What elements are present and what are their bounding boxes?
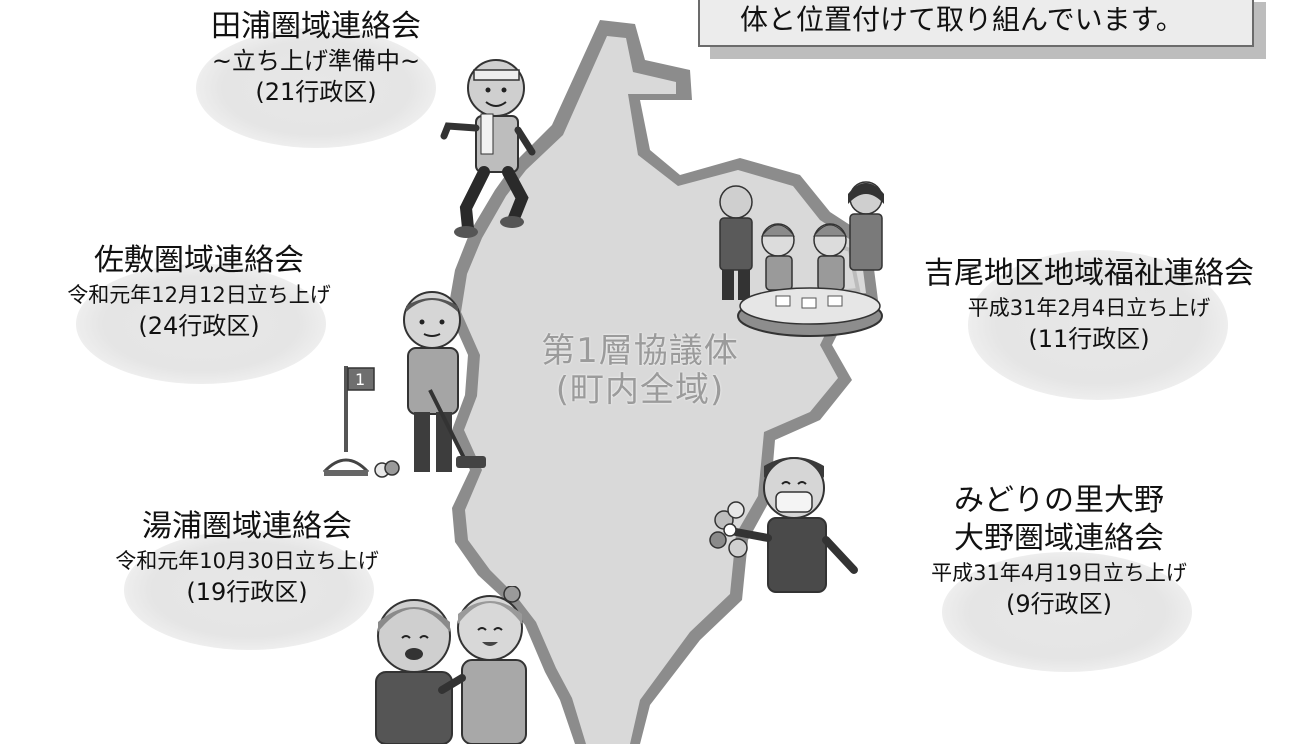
district-tanoura-bg: [196, 28, 436, 148]
center-label-line1: 第1層協議体: [541, 331, 739, 371]
district-ono: みどりの里大野 大野圏域連絡会 平成31年4月19日立ち上げ (9行政区): [872, 482, 1246, 672]
running-elder-icon: [440, 59, 536, 238]
elderly-women-icon: [375, 586, 527, 744]
center-label: 第1層協議体 (町内全域): [520, 331, 760, 411]
center-label-line2: (町内全域): [555, 370, 725, 411]
gate-flag-number: 1: [355, 370, 365, 389]
district-ono-count: (9行政区): [1006, 590, 1112, 618]
gateball-player-icon: 1: [322, 291, 486, 478]
notice-box: 体と位置付けて取り組んでいます。: [698, 0, 1254, 47]
district-yunoura-date: 令和元年10月30日立ち上げ: [115, 549, 379, 573]
district-yoshio: 吉尾地区地域福祉連絡会 平成31年2月4日立ち上げ (11行政区): [908, 250, 1270, 400]
map-fill: [461, 36, 866, 744]
district-ono-bg: [942, 552, 1192, 672]
district-shiki: 佐敷圏域連絡会 令和元年12月12日立ち上げ (24行政区): [6, 242, 392, 384]
district-yoshio-name: 吉尾地区地域福祉連絡会: [924, 256, 1254, 291]
district-tanoura-status: ~立ち上げ準備中~: [211, 47, 421, 75]
district-tanoura-count: (21行政区): [255, 78, 377, 106]
district-shiki-name: 佐敷圏域連絡会: [94, 243, 304, 278]
district-ono-date: 平成31年4月19日立ち上げ: [931, 561, 1187, 585]
district-yunoura-count: (19行政区): [186, 578, 308, 606]
district-yoshio-date: 平成31年2月4日立ち上げ: [967, 296, 1211, 320]
district-yoshio-count: (11行政区): [1028, 325, 1150, 353]
district-yunoura-name: 湯浦圏域連絡会: [142, 509, 352, 544]
masked-volunteer-icon: [709, 457, 858, 593]
district-yunoura: 湯浦圏域連絡会 令和元年10月30日立ち上げ (19行政区): [54, 508, 440, 650]
district-yunoura-bg: [124, 530, 374, 650]
district-tanoura-name: 田浦圏域連絡会: [211, 9, 421, 44]
district-shiki-bg: [76, 264, 326, 384]
community-gathering-icon: [719, 181, 884, 337]
district-ono-name2: 大野圏域連絡会: [954, 521, 1164, 556]
district-tanoura: 田浦圏域連絡会 ~立ち上げ準備中~ (21行政区): [186, 8, 446, 148]
district-shiki-date: 令和元年12月12日立ち上げ: [67, 283, 331, 307]
district-yoshio-bg: [968, 250, 1228, 400]
notice-text: 体と位置付けて取り組んでいます。: [740, 3, 1184, 36]
district-ono-name1: みどりの里大野: [954, 483, 1164, 518]
district-shiki-count: (24行政区): [138, 312, 260, 340]
